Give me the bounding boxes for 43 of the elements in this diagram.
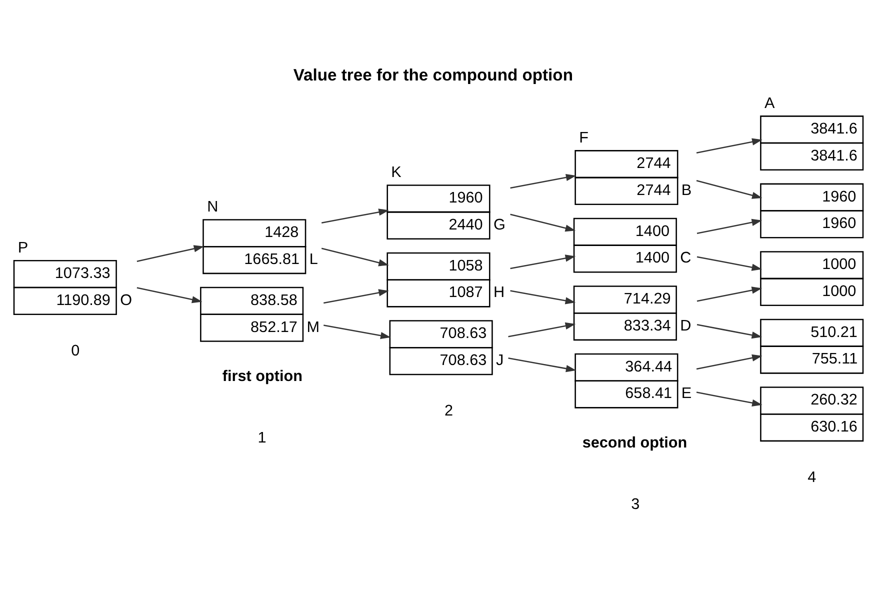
arrow — [508, 322, 576, 337]
arrow — [510, 254, 576, 269]
node-label: G — [493, 216, 506, 233]
arrow — [510, 213, 576, 232]
node-label: P — [18, 238, 28, 256]
label: 2 — [444, 402, 453, 419]
node-label: F — [579, 129, 589, 146]
arrow — [508, 357, 576, 372]
node-label: K — [391, 164, 402, 181]
node-label: H — [493, 284, 505, 301]
label: first option — [222, 367, 302, 384]
arrow — [136, 244, 204, 262]
arrow — [696, 218, 762, 234]
arrow — [136, 286, 202, 303]
label: 1 — [258, 428, 266, 446]
arrow — [696, 179, 762, 198]
node-label: N — [207, 198, 218, 216]
node-label: L — [309, 250, 318, 268]
arrow — [324, 288, 389, 304]
diagram-title: Value tree for the compound option — [293, 64, 573, 84]
node-label: J — [496, 351, 504, 368]
label: 4 — [808, 468, 816, 486]
arrow — [321, 247, 389, 266]
node-label: E — [681, 384, 692, 402]
arrow — [696, 138, 762, 154]
node-label: B — [681, 181, 692, 198]
node-label: O — [120, 291, 132, 308]
arrow — [696, 286, 762, 302]
node-label: C — [680, 249, 692, 266]
label: 3 — [631, 495, 640, 512]
arrow — [696, 391, 762, 406]
arrow — [696, 323, 762, 338]
label: 0 — [71, 342, 80, 359]
arrow — [321, 208, 389, 224]
arrow — [696, 354, 762, 370]
arrow — [510, 173, 576, 188]
node-label: M — [306, 318, 320, 336]
label: second option — [582, 434, 688, 451]
node-label: A — [764, 94, 775, 112]
arrow — [510, 290, 576, 304]
node-label: D — [680, 316, 692, 334]
arrow — [696, 256, 762, 270]
arrow — [324, 324, 391, 339]
